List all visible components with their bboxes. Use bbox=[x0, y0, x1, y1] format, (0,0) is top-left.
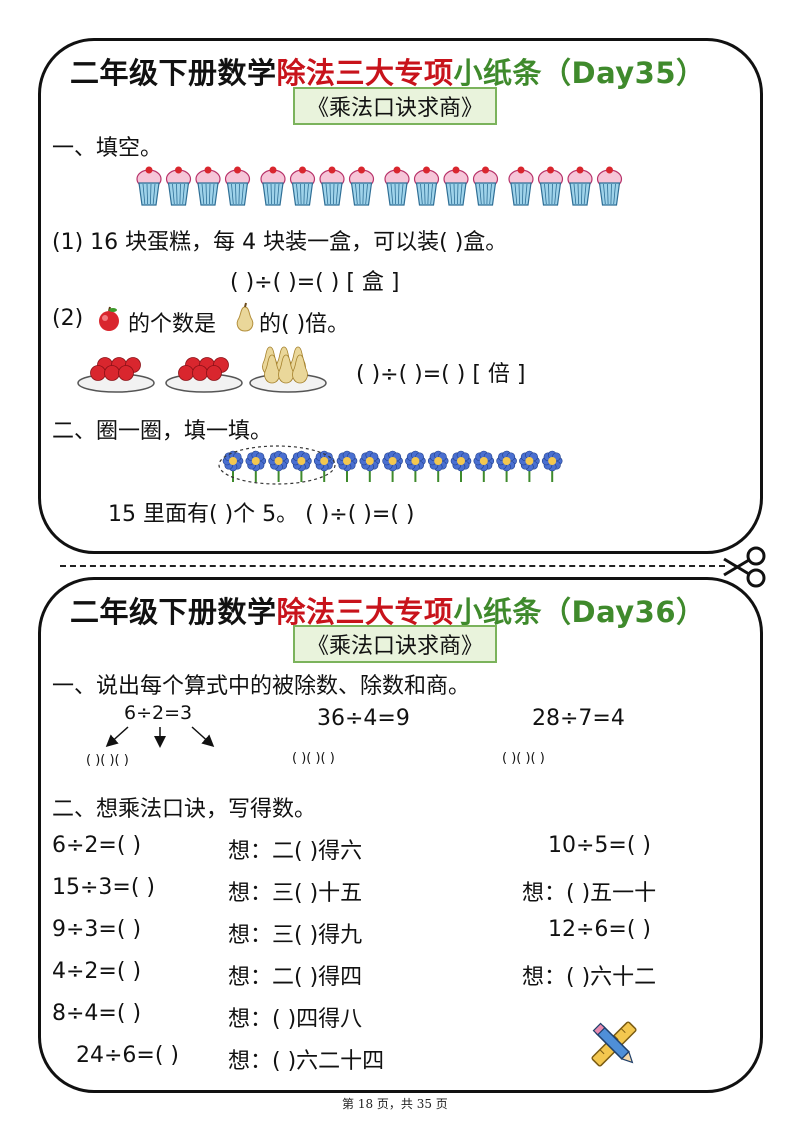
exercise-mid: 想：三( )得九 bbox=[228, 923, 363, 948]
question-text: 的( )倍。 bbox=[259, 312, 350, 337]
cupcake-icon bbox=[384, 166, 410, 206]
arrows-icon bbox=[105, 726, 215, 748]
cupcake-icon bbox=[348, 166, 375, 206]
exercise-left: 8÷4=( ) bbox=[52, 1001, 142, 1026]
question-text: 15 里面有( )个 5。 ( )÷( )=( ) bbox=[108, 502, 415, 527]
cupcake-icon bbox=[472, 166, 499, 206]
pear-icon bbox=[278, 354, 294, 384]
cut-line bbox=[60, 565, 725, 567]
cupcake-row bbox=[136, 166, 623, 206]
title-part-black: 二年级下册数学 bbox=[70, 56, 277, 90]
flower-icon bbox=[382, 450, 403, 482]
flower-icon bbox=[541, 450, 563, 482]
formula-blank: ( )÷( )=( ) [ 倍 ] bbox=[356, 362, 526, 387]
cupcake-icon bbox=[596, 166, 623, 206]
title-part-red: 除法三大专项 bbox=[276, 56, 454, 90]
apple-icon bbox=[192, 365, 208, 381]
exercise-mid: 想：三( )十五 bbox=[228, 881, 363, 906]
blank-row: ( )( )( ) bbox=[292, 751, 335, 766]
exercise-right: 想：( )六十二 bbox=[522, 965, 657, 990]
formula-blank: ( )÷( )=( ) [ 盒 ] bbox=[230, 270, 400, 295]
cupcake-icon bbox=[567, 166, 593, 206]
fruit-plates-illustration bbox=[77, 346, 327, 393]
exercise-left: 24÷6=( ) bbox=[76, 1043, 180, 1068]
pencil-ruler-icon bbox=[591, 1021, 637, 1067]
question-text: 的个数是 bbox=[128, 312, 217, 337]
exercise-left: 4÷2=( ) bbox=[52, 959, 142, 984]
flower-icon bbox=[427, 450, 449, 482]
section-heading: 一、填空。 bbox=[52, 136, 163, 161]
title-part-red: 除法三大专项 bbox=[276, 595, 454, 629]
apple-icon bbox=[90, 365, 106, 381]
cupcake-icon bbox=[508, 166, 534, 206]
flower-icon bbox=[359, 450, 381, 482]
apple-icon bbox=[118, 365, 134, 381]
exercise-right: 10÷5=( ) bbox=[548, 833, 652, 858]
flower-icon bbox=[496, 450, 517, 482]
equation: 36÷4=9 bbox=[317, 706, 410, 731]
flower-icon bbox=[291, 450, 312, 482]
cupcake-icon bbox=[260, 166, 286, 206]
flower-icon bbox=[473, 450, 495, 482]
cupcake-icon bbox=[413, 166, 440, 206]
section-heading: 二、想乘法口诀，写得数。 bbox=[52, 797, 317, 822]
blank-row: ( )( )( ) bbox=[502, 751, 545, 766]
flower-icon bbox=[405, 450, 426, 482]
cupcake-icon bbox=[165, 166, 192, 206]
scissors-icon bbox=[723, 546, 766, 588]
page-title-day35: 二年级下册数学除法三大专项小纸条（Day35） bbox=[70, 50, 706, 92]
worksheet-card-day36 bbox=[38, 577, 763, 1093]
exercise-mid: 想：( )六二十四 bbox=[228, 1049, 385, 1074]
title-part-green: 小纸条（Day35） bbox=[453, 56, 706, 90]
pear-icon bbox=[292, 354, 308, 384]
page-title-day36: 二年级下册数学除法三大专项小纸条（Day36） bbox=[70, 589, 706, 631]
pear-icon bbox=[236, 302, 254, 332]
circle-group-mark bbox=[218, 445, 336, 485]
exercise-mid: 想：二( )得四 bbox=[228, 965, 363, 990]
exercise-mid: 想：( )四得八 bbox=[228, 1007, 363, 1032]
cupcake-icon bbox=[224, 166, 251, 206]
flower-icon bbox=[450, 450, 472, 482]
cupcake-icon bbox=[136, 166, 162, 206]
exercise-left: 9÷3=( ) bbox=[52, 917, 142, 942]
section-heading: 一、说出每个算式中的被除数、除数和商。 bbox=[52, 674, 471, 699]
apple-icon bbox=[104, 365, 120, 381]
flower-icon bbox=[245, 450, 267, 482]
apple-icon bbox=[206, 365, 222, 381]
exercise-left: 15÷3=( ) bbox=[52, 875, 156, 900]
apple-icon bbox=[99, 306, 119, 331]
blank-row: ( )( )( ) bbox=[86, 753, 129, 768]
flower-icon bbox=[268, 450, 289, 482]
flower-row bbox=[218, 445, 563, 485]
title-part-black: 二年级下册数学 bbox=[70, 595, 277, 629]
flower-icon bbox=[313, 450, 335, 482]
flower-icon bbox=[222, 450, 244, 482]
equation: 28÷7=4 bbox=[532, 706, 625, 731]
subtitle-box: 《乘法口诀求商》 bbox=[293, 87, 498, 125]
pear-icon bbox=[264, 354, 280, 384]
cupcake-icon bbox=[195, 166, 221, 206]
question-label: (2) bbox=[52, 306, 84, 331]
cupcake-icon bbox=[443, 166, 469, 206]
exercise-right: 12÷6=( ) bbox=[548, 917, 652, 942]
title-part-green: 小纸条（Day36） bbox=[453, 595, 706, 629]
flower-icon bbox=[519, 450, 540, 482]
flower-icon bbox=[336, 450, 358, 482]
cupcake-icon bbox=[289, 166, 316, 206]
exercise-right: 想：( )五一十 bbox=[522, 881, 657, 906]
cupcake-icon bbox=[319, 166, 345, 206]
question-text: (1) 16 块蛋糕，每 4 块装一盒，可以装( )盒。 bbox=[52, 230, 508, 255]
apple-icon bbox=[178, 365, 194, 381]
section-heading: 二、圈一圈，填一填。 bbox=[52, 419, 273, 444]
subtitle-box: 《乘法口诀求商》 bbox=[293, 625, 498, 663]
exercise-mid: 想：二( )得六 bbox=[228, 839, 363, 864]
exercise-left: 6÷2=( ) bbox=[52, 833, 142, 858]
cupcake-icon bbox=[537, 166, 564, 206]
page-number: 第 18 页，共 35 页 bbox=[342, 1097, 448, 1111]
example-equation: 6÷2=3 bbox=[124, 702, 193, 724]
